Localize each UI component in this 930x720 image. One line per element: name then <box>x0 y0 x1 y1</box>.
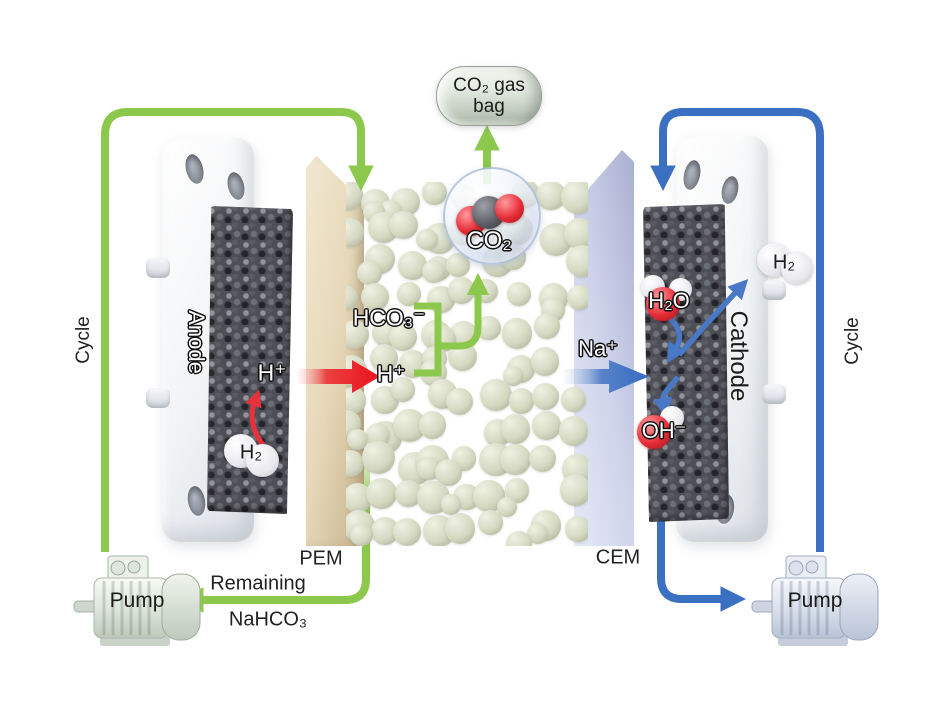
resin-bead <box>566 285 588 311</box>
resin-bead <box>563 217 588 250</box>
resin-bead <box>532 382 560 411</box>
resin-bead <box>415 228 438 251</box>
resin-bead <box>349 523 373 546</box>
bolt-hole <box>681 158 703 192</box>
resin-bead <box>500 414 531 444</box>
bolt-hole <box>185 484 208 518</box>
resin-bead <box>361 282 390 311</box>
pump-terminal <box>805 560 819 574</box>
resin-bead <box>448 277 475 304</box>
co2-gas-bag: CO₂ gas bag <box>436 66 542 126</box>
h2o-label: H₂O <box>648 288 690 313</box>
pump-terminal <box>110 560 126 576</box>
catholyte-pump <box>751 555 879 646</box>
cem-label: CEM <box>595 546 641 569</box>
anode-port <box>146 258 170 278</box>
resin-bead <box>502 365 523 386</box>
cathode-label: Cathode <box>725 310 752 402</box>
resin-bead <box>528 444 556 472</box>
resin-bead <box>476 315 501 341</box>
resin-bead <box>445 387 474 416</box>
pem-label: PEM <box>299 547 343 570</box>
anode-port <box>146 388 170 408</box>
resin-bead <box>447 342 478 372</box>
co2-oxygen-sphere <box>495 194 524 223</box>
resin-bead <box>398 251 428 280</box>
resin-bead <box>558 416 588 446</box>
bolt-hole <box>224 170 248 202</box>
resin-bead <box>536 182 566 211</box>
pump-terminal <box>127 560 141 574</box>
anode-label: Anode <box>184 310 209 374</box>
co2-bubble-label: CO₂ <box>466 227 512 254</box>
cathode-port <box>762 280 786 300</box>
na-plus-label: Na⁺ <box>578 336 618 361</box>
resin-bead <box>561 182 588 215</box>
resin-bead <box>346 218 364 248</box>
resin-bead <box>397 282 422 307</box>
resin-bead <box>418 411 447 439</box>
cycle-label-left: Cycle <box>73 316 94 364</box>
resin-bead <box>421 182 447 206</box>
resin-bead <box>445 513 476 544</box>
resin-bead <box>508 388 534 414</box>
gas-bag-label-line2: bag <box>473 96 505 117</box>
resin-bead <box>500 444 532 476</box>
oh-minus-label: OH⁻ <box>641 418 687 443</box>
pump-label-right: Pump <box>787 589 843 612</box>
pump-end-cap <box>161 573 201 641</box>
remaining-label-line2: NaHCO₃ <box>228 608 308 631</box>
resin-bead <box>362 441 395 474</box>
resin-bead <box>564 515 588 543</box>
resin-bead <box>530 347 559 376</box>
resin-bead <box>501 318 533 350</box>
pump-fins <box>102 581 151 635</box>
resin-bead <box>566 245 588 278</box>
resin-bead <box>357 260 382 286</box>
resin-bead <box>388 322 418 351</box>
resin-bead <box>478 510 504 536</box>
h-plus-label-pem: H⁺ <box>376 360 406 387</box>
resin-bead <box>472 278 498 304</box>
resin-bead <box>496 496 518 518</box>
resin-bead <box>531 411 561 441</box>
resin-bead <box>389 210 418 240</box>
remaining-label-line1: Remaining <box>210 572 306 595</box>
resin-bead <box>480 378 513 411</box>
resin-bead <box>390 376 416 402</box>
h2-label-left: H₂ <box>239 441 263 464</box>
resin-bead <box>365 477 397 509</box>
bolt-hole <box>182 152 207 186</box>
gas-bag-label-line1: CO₂ gas <box>453 75 525 96</box>
resin-bead <box>560 386 586 412</box>
resin-bead <box>534 313 561 340</box>
hco3-label: HCO₃⁻ <box>352 304 426 331</box>
resin-bead <box>422 260 446 283</box>
resin-bead <box>559 474 588 506</box>
pump-fins <box>780 581 829 635</box>
resin-bead <box>506 530 533 546</box>
resin-bead <box>346 354 368 387</box>
h2-label-right: H₂ <box>772 251 796 274</box>
resin-bead <box>416 457 440 481</box>
resin-bead <box>507 282 532 307</box>
cathode-catalyst-layer <box>643 204 729 522</box>
bolt-hole <box>719 174 741 206</box>
resin-bead <box>526 522 548 545</box>
pump-label-left: Pump <box>109 589 165 612</box>
resin-bead <box>392 518 421 546</box>
cycle-label-right: Cycle <box>842 317 863 365</box>
pump-terminal <box>788 560 804 576</box>
cathode-port <box>762 384 786 404</box>
h-plus-label-anode: H⁺ <box>257 359 287 386</box>
resin-bead <box>441 494 462 515</box>
pump-end-cap <box>839 573 879 641</box>
